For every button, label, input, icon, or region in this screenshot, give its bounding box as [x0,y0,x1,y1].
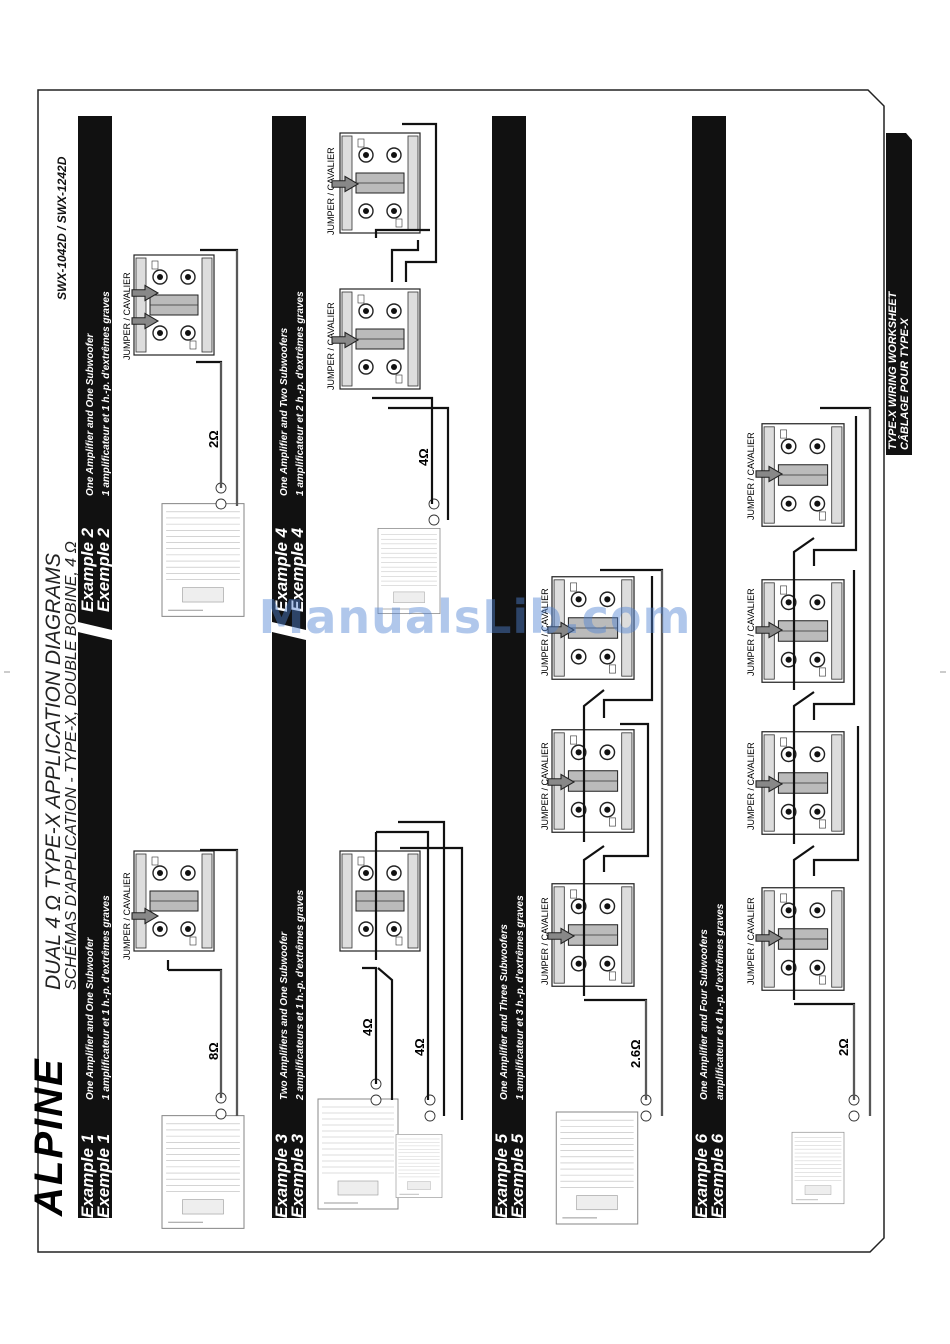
example-bar-row1 [78,116,112,1218]
header-title-en: DUAL 4 Ω TYPE-X APPLICATION DIAGRAMS [42,553,65,990]
example-1-title-en: Example 1 [78,1134,97,1218]
jumper-label: JUMPER / CAVALIER [326,147,336,235]
jumper-label: JUMPER / CAVALIER [122,272,132,360]
example-3-title-fr: Exemple 3 [288,1133,307,1218]
example-4-title-fr: Exemple 4 [288,527,307,612]
impedance-label: 2Ω [206,430,221,448]
example-2-desc-en: One Amplifier and One Subwoofer [85,332,96,496]
example-1-desc-fr: 1 amplificateur et 1 h.-p. d'extrêmes gr… [101,895,112,1100]
example-5-desc-fr: 1 amplificateur et 3 h.-p. d'extrêmes gr… [515,895,526,1100]
subwoofer-terminal [133,254,215,356]
impedance-label: 4Ω [360,1018,375,1036]
page-border [37,89,885,1253]
example-bar-row4 [692,116,726,1218]
example-1-title-fr: Exemple 1 [94,1134,113,1218]
jumper-label: JUMPER / CAVALIER [746,897,756,985]
example-4-desc-en: One Amplifier and Two Subwoofers [279,327,290,496]
example-5-title-en: Example 5 [492,1133,511,1218]
amplifier [317,1098,399,1210]
amplifier [161,503,245,617]
impedance-label: 4Ω [416,448,431,466]
example-2-desc-fr: 1 amplificateur et 1 h.-p. d'extrêmes gr… [101,291,112,496]
subwoofer-terminal [132,849,216,953]
example-1-desc-en: One Amplifier and One Subwoofer [85,936,96,1100]
amplifier [377,527,441,615]
example-4-title-en: Example 4 [272,527,291,612]
jumper-label: JUMPER / CAVALIER [540,897,550,985]
example-4-desc-fr: 1 amplificateur et 2 h.-p. d'extrêmes gr… [295,291,306,496]
impedance-label: 2.6Ω [628,1040,643,1069]
header-title-fr: SCHÉMAS D'APPLICATION - TYPE-X, DOUBLE B… [61,541,80,990]
subwoofer-terminal [339,850,421,952]
example-bar-row3 [492,116,526,1218]
example-6-desc-fr: amplificateur et 4 h.-p. d'extrêmes grav… [715,903,726,1100]
amp-terminals [424,1094,436,1122]
amp-terminals [428,498,440,526]
amplifier [161,1115,245,1229]
example-6-title-fr: Exemple 6 [708,1133,727,1218]
example-3-title-en: Example 3 [272,1133,291,1218]
worksheet-title-fr: CÂBLAGE POUR TYPE-X [898,317,911,450]
impedance-label: 4Ω [412,1038,427,1056]
jumper-label: JUMPER / CAVALIER [746,742,756,830]
jumper-label: JUMPER / CAVALIER [122,872,132,960]
example-6-desc-en: One Amplifier and Four Subwoofers [699,929,710,1100]
worksheet-bar [886,133,912,455]
jumper-label: JUMPER / CAVALIER [326,302,336,390]
example-3-desc-fr: 2 amplificateurs et 1 h.-p. d'extrêmes g… [295,889,306,1101]
jumper-label: JUMPER / CAVALIER [746,588,756,676]
jumper-label: JUMPER / CAVALIER [746,432,756,520]
model-numbers: SWX-1042D / SWX-1242D [55,156,69,300]
impedance-label: 8Ω [206,1042,221,1060]
amplifier [395,1133,443,1199]
example-6-title-en: Example 6 [692,1133,711,1218]
example-3-desc-en: Two Amplifiers and One Subwoofer [279,931,290,1100]
worksheet-title-en: TYPE-X WIRING WORKSHEET [887,290,899,450]
example-bar-row2 [272,116,306,1218]
example-2-title-fr: Exemple 2 [94,527,113,612]
example-5-desc-en: One Amplifier and Three Subwoofers [499,924,510,1100]
jumper-label: JUMPER / CAVALIER [540,742,550,830]
example-2-title-en: Example 2 [78,527,97,612]
amplifier [791,1131,845,1205]
amplifier [555,1111,639,1225]
jumper-label: JUMPER / CAVALIER [540,588,550,676]
brand-logo: ALPINE [27,1057,71,1217]
example-5-title-fr: Exemple 5 [508,1133,527,1218]
impedance-label: 2Ω [836,1038,851,1056]
